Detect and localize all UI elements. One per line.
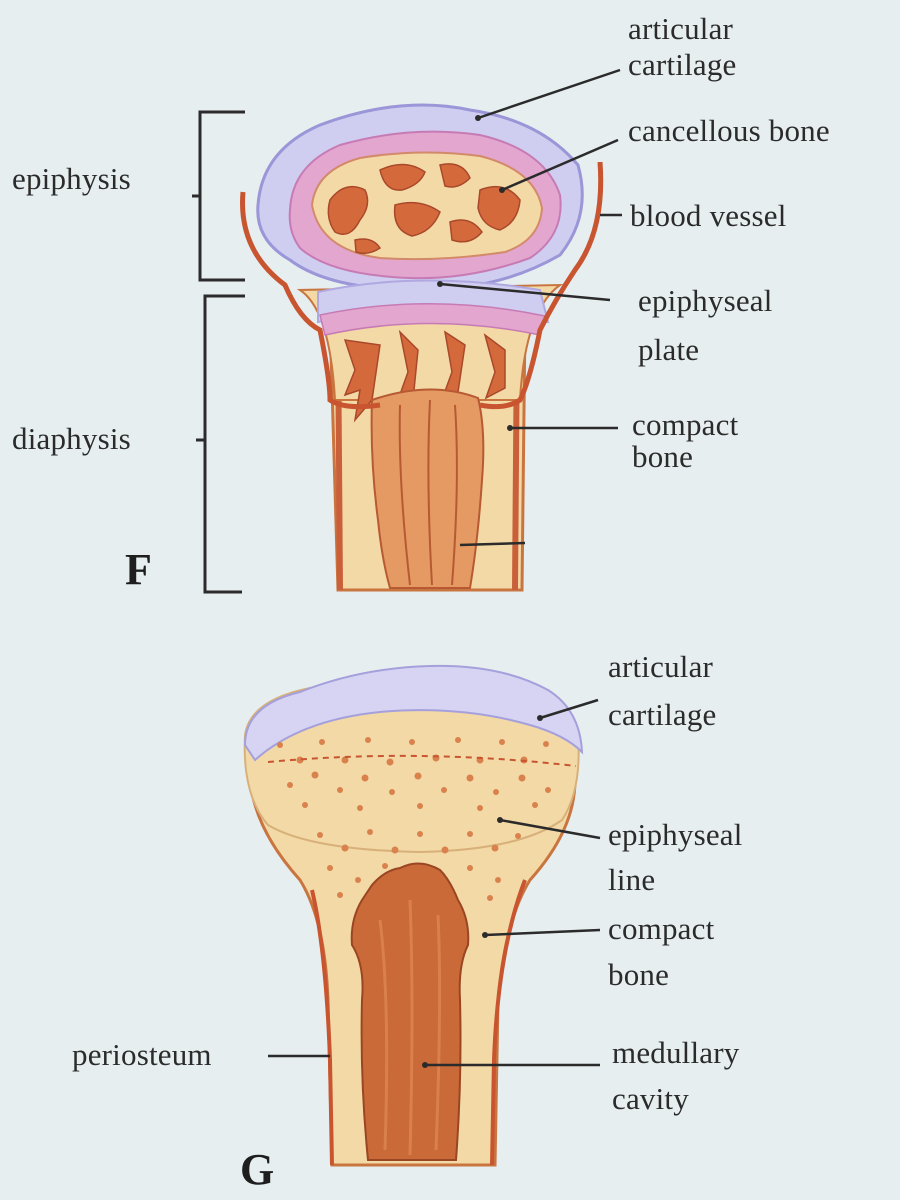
f-medullary-region (370, 388, 485, 589)
figure-f-bone (240, 103, 604, 592)
g-label-medullary-cavity-line2: cavity (612, 1081, 689, 1116)
f-label-diaphysis: diaphysis (12, 421, 131, 456)
g-periosteum-left (310, 889, 334, 1166)
leader-g-compact-bone (484, 928, 601, 937)
g-label-medullary-cavity-line1: medullary (612, 1035, 740, 1070)
f-label-articular-cartilage-line1: articular (628, 11, 734, 46)
f-label-epiphyseal-plate-line1: epiphyseal (638, 283, 773, 318)
figure-g-letter: G (240, 1145, 275, 1194)
leader-f-epiphyseal-plate (439, 282, 611, 302)
g-label-compact-bone-line2: bone (608, 957, 670, 992)
f-leader-lines (439, 68, 622, 547)
leader-g-articular-cartilage (539, 698, 599, 720)
f-trabeculae (343, 329, 506, 423)
g-articular-cartilage (243, 664, 584, 762)
g-periosteum-right (490, 879, 527, 1166)
g-label-periosteum: periosteum (72, 1037, 212, 1072)
leader-f-articular-cartilage (477, 68, 621, 120)
g-label-articular-cartilage-line2: cartilage (608, 697, 717, 732)
g-label-compact-bone-line1: compact (608, 911, 715, 946)
leader-f-medullary (459, 541, 526, 547)
f-medullary-streaks (398, 399, 458, 586)
f-blood-vessel-right (479, 161, 604, 410)
g-label-epiphyseal-line-line2: line (608, 862, 656, 897)
f-brackets (192, 110, 245, 594)
f-label-epiphysis: epiphysis (12, 161, 131, 196)
figure-f-letter: F (125, 545, 152, 594)
epiphysis-bracket (192, 110, 245, 282)
g-leader-lines (268, 698, 601, 1067)
f-label-cancellous-bone: cancellous bone (628, 113, 830, 148)
f-cancellous-bone (327, 163, 521, 255)
f-label-epiphyseal-plate-line2: plate (638, 332, 700, 367)
leader-g-epiphyseal-line (499, 818, 601, 840)
g-label-articular-cartilage-line1: articular (608, 649, 714, 684)
diaphysis-bracket (196, 294, 245, 594)
f-label-articular-cartilage-line2: cartilage (628, 47, 737, 82)
g-medullary-texture (378, 899, 442, 1156)
f-label-compact-bone-line2: bone (632, 439, 694, 474)
leader-f-cancellous-bone (501, 138, 619, 192)
g-label-epiphyseal-line-line1: epiphyseal (608, 817, 743, 852)
g-spongy-bone-dots (277, 737, 551, 901)
g-epiphyseal-line (267, 754, 577, 767)
f-label-compact-bone-line1: compact (632, 407, 739, 442)
figure-g-bone (243, 664, 584, 1167)
f-blood-vessel-left (240, 191, 381, 410)
f-label-blood-vessel: blood vessel (630, 198, 787, 233)
